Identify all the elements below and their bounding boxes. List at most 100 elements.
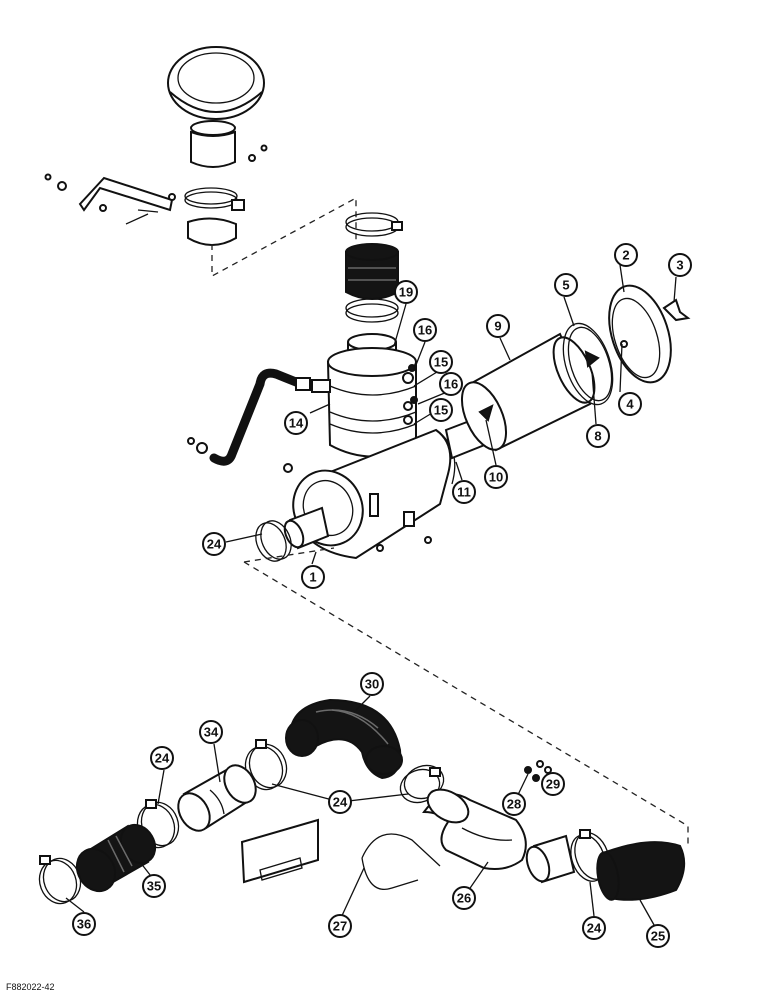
precleaner-cap (167, 46, 265, 120)
callout-circle (328, 790, 352, 814)
callout-circle (360, 672, 384, 696)
clamp-lower (345, 298, 399, 323)
rubber-boot (345, 243, 399, 300)
mounting-bracket (44, 144, 268, 225)
callout-circle (328, 914, 352, 938)
gasket-ring (562, 322, 614, 406)
callout-number: 25 (651, 929, 665, 944)
callout-10: 10 (484, 465, 508, 489)
callout-1: 1 (301, 565, 325, 589)
callout-circle (429, 350, 453, 374)
callout-number: 5 (562, 278, 569, 293)
callout-number: 24 (155, 751, 170, 766)
callout-circle (150, 746, 174, 770)
callout-circle (541, 772, 565, 796)
callout-circle (202, 532, 226, 556)
callout-circle (484, 465, 508, 489)
clamp-upper (345, 212, 403, 237)
callout-number: 24 (333, 795, 348, 810)
precleaner-clamp (184, 187, 245, 246)
callout-number: 36 (77, 917, 91, 932)
callout-8: 8 (586, 424, 610, 448)
callout-number: 15 (434, 403, 448, 418)
outlet-tube (283, 506, 330, 550)
wing-nut (662, 298, 691, 322)
callout-27: 27 (328, 914, 352, 938)
callout-9: 9 (486, 314, 510, 338)
callout-number: 2 (622, 248, 629, 263)
strap-27 (361, 833, 441, 890)
callout-25: 25 (646, 924, 670, 948)
callout-number: 14 (289, 416, 304, 431)
callout-circle (429, 398, 453, 422)
fittings (402, 364, 418, 425)
callout-circle (72, 912, 96, 936)
callout-5: 5 (554, 273, 578, 297)
callout-number: 1 (309, 570, 316, 585)
callout-16: 16 (439, 372, 463, 396)
callout-circle (284, 411, 308, 435)
callout-24: 24 (202, 532, 226, 556)
callout-number: 8 (594, 429, 601, 444)
callout-circle (554, 273, 578, 297)
shield-plate (240, 818, 319, 884)
callout-circle (452, 886, 476, 910)
callout-circle (646, 924, 670, 948)
callout-circle (618, 392, 642, 416)
callout-circle (439, 372, 463, 396)
callout-number: 19 (399, 285, 413, 300)
precleaner-tube (190, 120, 236, 168)
callout-26: 26 (452, 886, 476, 910)
callout-number: 28 (507, 797, 521, 812)
callout-36: 36 (72, 912, 96, 936)
precleaner-bowl (326, 347, 417, 458)
callout-circle (614, 243, 638, 267)
callout-number: 10 (489, 470, 503, 485)
outer-filter-element (460, 332, 596, 452)
callout-number: 15 (434, 355, 448, 370)
callout-11: 11 (452, 480, 476, 504)
callout-circle (452, 480, 476, 504)
callout-circle (199, 720, 223, 744)
callout-34: 34 (199, 720, 223, 744)
tube-34 (177, 764, 257, 832)
figure-code: F882022-42 (6, 982, 55, 992)
callout-number: 35 (147, 879, 161, 894)
callout-3: 3 (668, 253, 692, 277)
callout-number: 9 (494, 319, 501, 334)
callout-30: 30 (360, 672, 384, 696)
callout-14: 14 (284, 411, 308, 435)
callout-number: 16 (444, 377, 458, 392)
side-hose (187, 368, 331, 466)
hose-25 (596, 841, 686, 901)
callout-15: 15 (429, 350, 453, 374)
callout-16: 16 (413, 318, 437, 342)
front-clamp (255, 520, 292, 562)
callout-circle (502, 792, 526, 816)
duct-26 (422, 788, 527, 870)
tube-coupler (525, 834, 576, 884)
callout-number: 24 (207, 537, 222, 552)
callout-circle (586, 424, 610, 448)
callout-number: 3 (676, 258, 683, 273)
callout-number: 27 (333, 919, 347, 934)
boot-35 (75, 823, 157, 893)
callout-number: 34 (204, 725, 219, 740)
callout-28: 28 (502, 792, 526, 816)
callout-35: 35 (142, 874, 166, 898)
callout-24: 24 (150, 746, 174, 770)
callout-4: 4 (618, 392, 642, 416)
hardware-28-29 (524, 760, 552, 782)
callout-circle (486, 314, 510, 338)
callout-circle (668, 253, 692, 277)
callout-circle (394, 280, 418, 304)
elbow-hose (285, 698, 403, 780)
callout-circle (301, 565, 325, 589)
end-cover (608, 284, 672, 384)
callout-29: 29 (541, 772, 565, 796)
callout-number: 30 (365, 677, 379, 692)
clamp-elbow-right (399, 764, 445, 804)
callout-number: 26 (457, 891, 471, 906)
